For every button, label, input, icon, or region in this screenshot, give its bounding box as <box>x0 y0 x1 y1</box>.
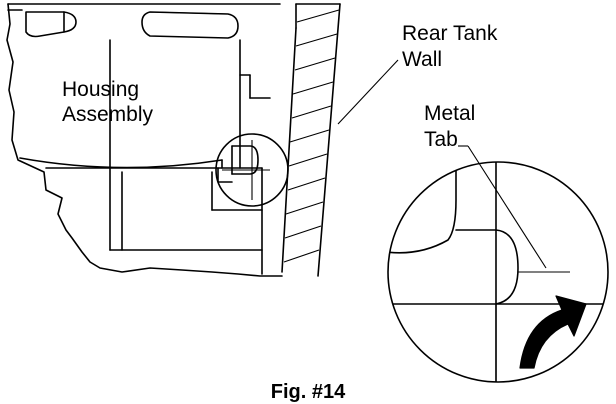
magnified-detail-circle <box>387 161 609 383</box>
tank-wall-outer <box>317 3 341 277</box>
housing-label-line2: Assembly <box>62 103 154 126</box>
rotate-arrow-icon <box>519 295 587 369</box>
tank-wall-inner <box>281 27 297 273</box>
metal-label-line1: Metal <box>424 102 475 125</box>
magnified-detail <box>387 161 609 383</box>
tank-wall-hatching <box>283 9 340 263</box>
rear-tank-wall-leader <box>337 59 399 125</box>
housing-outline <box>6 3 283 277</box>
figure-caption: Fig. #14 <box>271 381 346 403</box>
housing-label-line1: Housing <box>62 78 139 101</box>
rear-tank-wall-label: Rear Tank Wall <box>337 22 498 125</box>
rear-label-line1: Rear Tank <box>402 22 498 45</box>
housing-bottom-curve <box>19 157 223 169</box>
rear-label-line2: Wall <box>402 48 442 71</box>
detail-tab-curve <box>495 229 519 305</box>
metal-tab-leader <box>467 145 547 269</box>
top-tube-right <box>141 11 239 39</box>
metal-tab-label: Metal Tab <box>424 102 547 269</box>
detail-housing-curve <box>388 162 457 254</box>
metal-label-line2: Tab <box>424 128 458 151</box>
housing-assembly-label: Housing Assembly <box>62 78 154 126</box>
housing-assembly-drawing <box>6 3 289 277</box>
tab-outline <box>231 145 259 175</box>
top-tube-left <box>25 11 77 38</box>
rear-tank-wall <box>281 3 341 277</box>
